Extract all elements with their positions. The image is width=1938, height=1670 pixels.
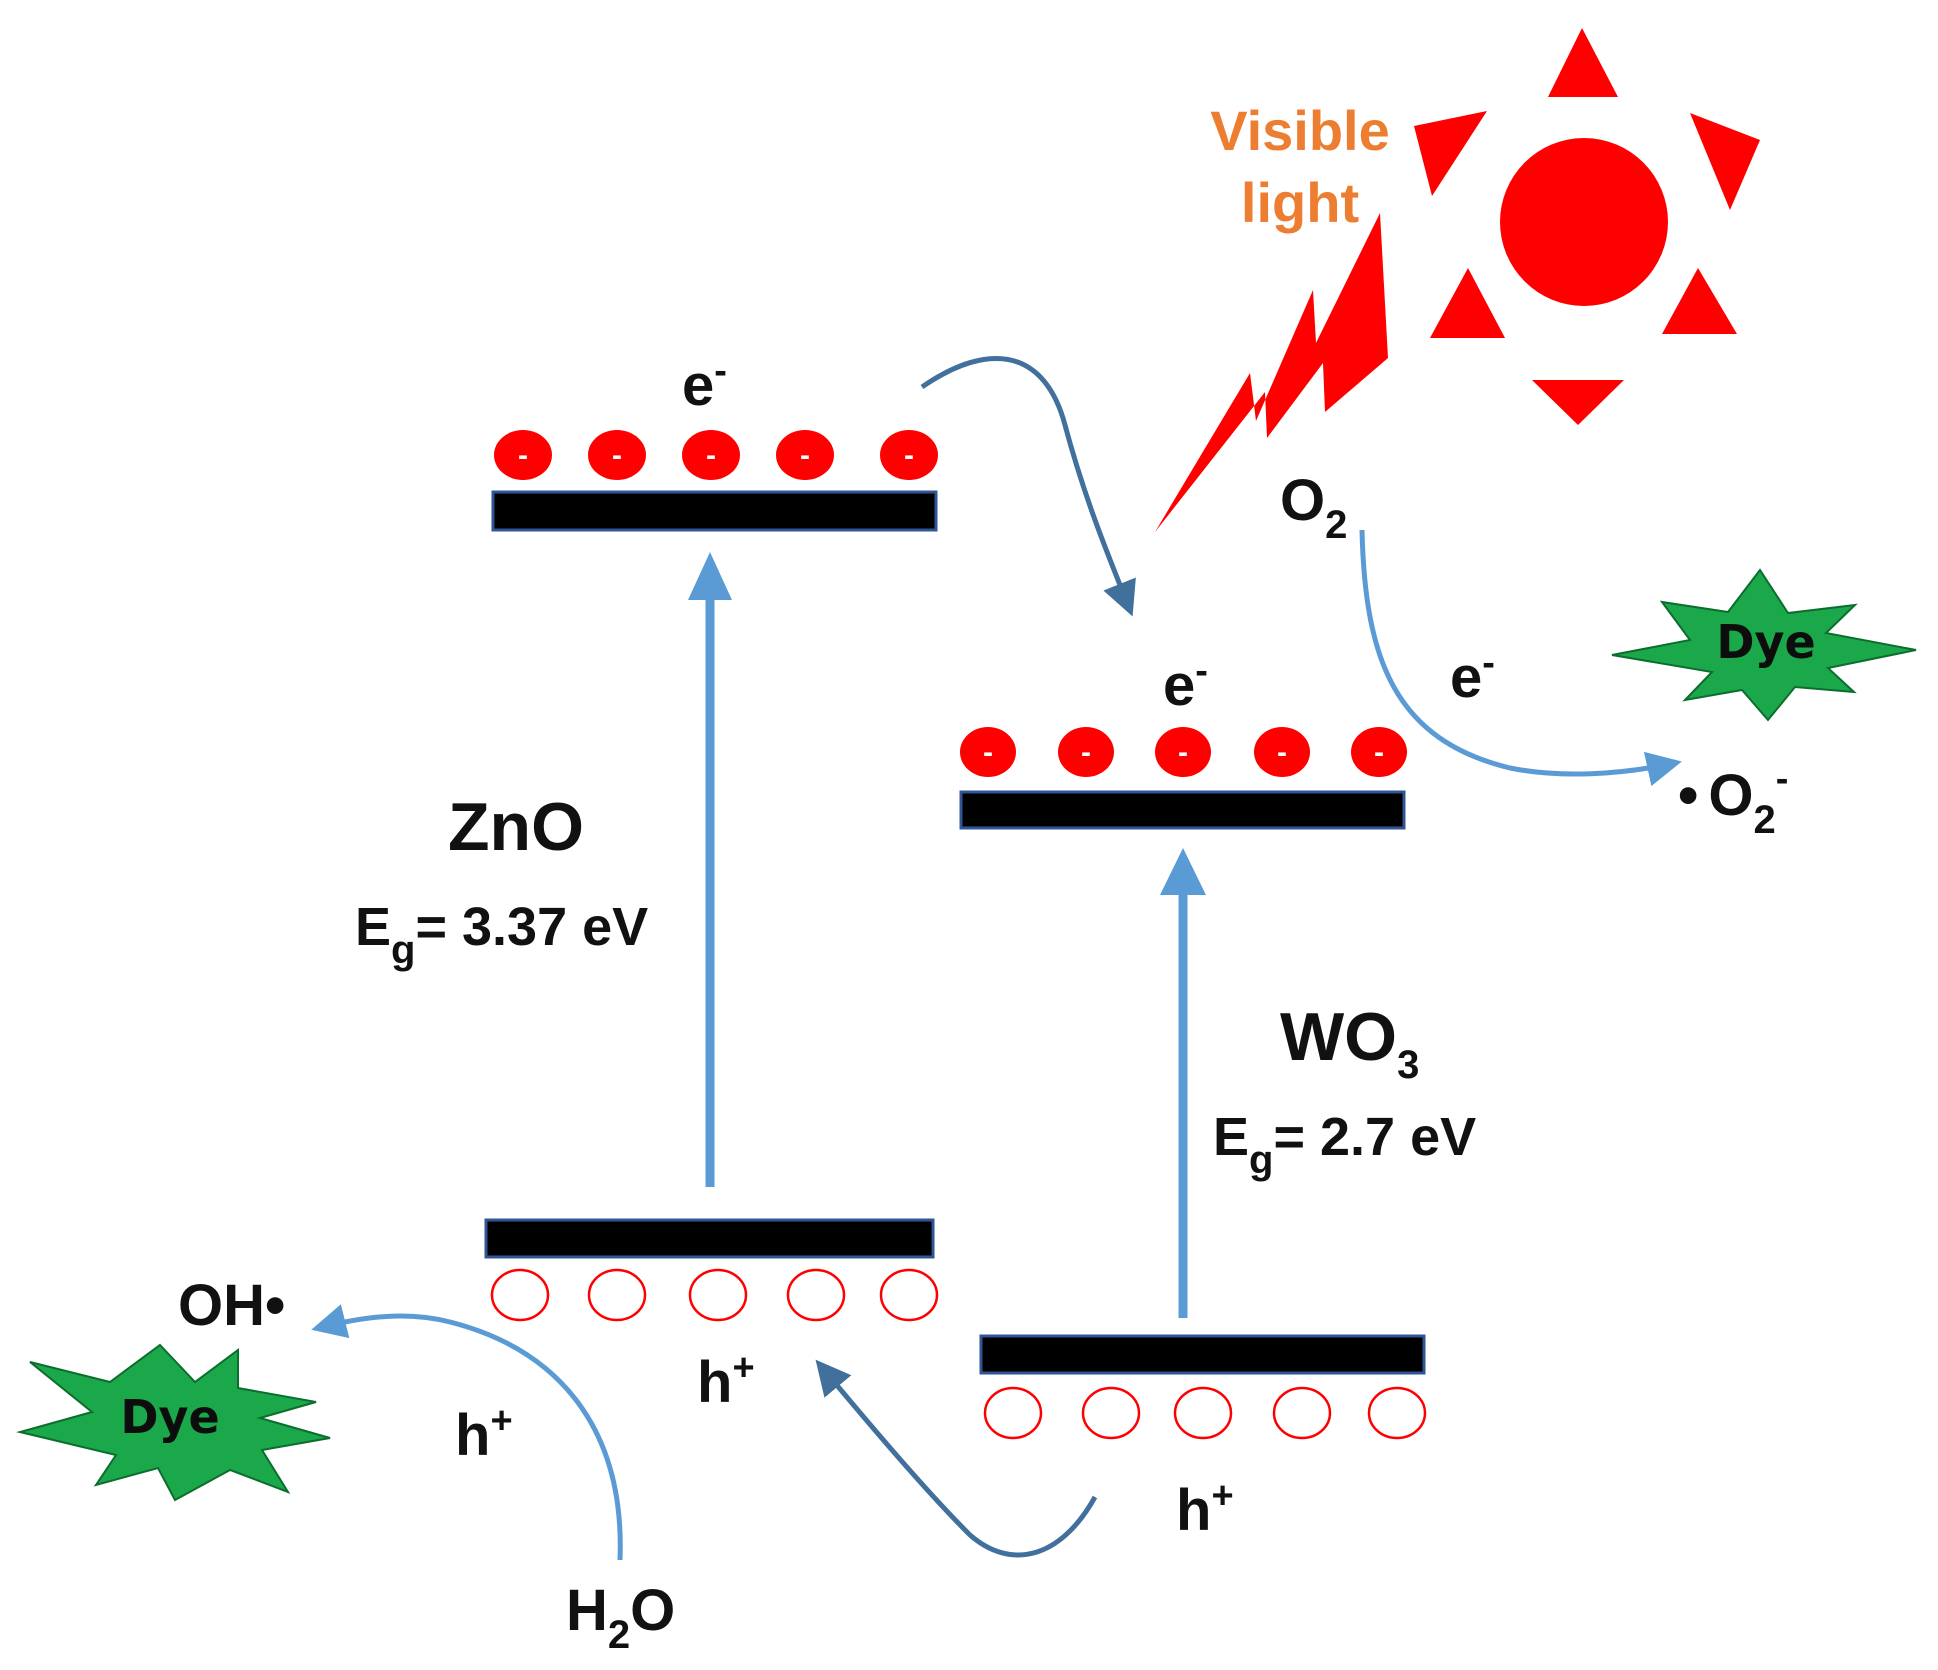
wo3-electron-label: e- <box>1163 650 1208 718</box>
zno-electron-label: e- <box>682 350 727 418</box>
zno-bandgap: Eg= 3.37 eV <box>355 897 648 972</box>
electron: - <box>960 727 1016 777</box>
hydroxyl-radical-label: OH• <box>178 1273 285 1338</box>
electron-charge: - <box>706 439 716 472</box>
electron: - <box>494 430 552 480</box>
wo3-excitation-arrowhead <box>1160 848 1206 895</box>
sun-ray-bottom <box>1532 380 1624 425</box>
wo3-cb-bar <box>959 790 1406 830</box>
electron: - <box>880 430 938 480</box>
hole <box>587 1268 647 1322</box>
sun-ray-top-right <box>1690 113 1760 210</box>
electron: - <box>776 430 834 480</box>
visible-light-label-line2: light <box>1241 171 1359 234</box>
o2-reduction-arrow <box>1359 529 1682 787</box>
wo3-electrons: - - - - - <box>960 727 1407 777</box>
water-label: H2O <box>566 1578 675 1657</box>
zno-valence-band: h+ <box>484 1218 939 1415</box>
electron-transfer-arrow <box>920 355 1136 617</box>
dye-badge-left: Dye <box>16 1343 331 1502</box>
zno-cb-bar <box>491 490 938 532</box>
wo3-vb-bar <box>979 1334 1426 1375</box>
electron-charge: - <box>983 736 993 769</box>
electron: - <box>1155 727 1211 777</box>
o2-label: O2 <box>1280 468 1347 547</box>
dye-label-left: Dye <box>120 1390 219 1444</box>
sun-ray-top <box>1548 28 1618 97</box>
sun-ray-bottom-right <box>1662 268 1737 334</box>
zno-electrons: - - - - - <box>494 430 938 480</box>
visible-light-label-line1: Visible <box>1210 99 1390 162</box>
zno-vb-bar <box>484 1218 935 1259</box>
wo3-bandgap: Eg= 2.7 eV <box>1213 1107 1476 1182</box>
hole <box>786 1268 846 1322</box>
dye-star-left-icon <box>16 1343 331 1502</box>
dye-badge-right: Dye <box>1611 568 1917 722</box>
hole-transfer-arrow <box>815 1359 1098 1558</box>
zno-excitation-arrowhead <box>688 552 732 600</box>
electron-charge: - <box>800 439 810 472</box>
sun-disc <box>1500 138 1668 306</box>
zno-conduction-band: - - - - - e- <box>491 350 938 532</box>
dye-star-right-icon <box>1611 568 1917 722</box>
zno-holes <box>490 1268 939 1322</box>
electron-charge: - <box>1277 736 1287 769</box>
electron-charge: - <box>1081 736 1091 769</box>
electron: - <box>1254 727 1310 777</box>
zno-hole-label: h+ <box>697 1347 755 1415</box>
lightning-bolt-icon <box>1155 213 1388 532</box>
water-oxidation-arrow <box>311 1304 623 1561</box>
hole <box>1173 1386 1233 1440</box>
hole <box>688 1268 748 1322</box>
wo3-hole-label: h+ <box>1176 1475 1234 1543</box>
hole <box>983 1386 1043 1440</box>
hole <box>1081 1386 1141 1440</box>
sun-ray-top-left <box>1414 111 1487 196</box>
hole <box>879 1268 939 1322</box>
hole <box>490 1268 550 1322</box>
electron: - <box>588 430 646 480</box>
electron-charge: - <box>1178 736 1188 769</box>
electron: - <box>682 430 740 480</box>
dye-label-right: Dye <box>1716 615 1815 669</box>
water-hole-label: h+ <box>455 1400 513 1468</box>
zno-name: ZnO <box>448 789 584 865</box>
hole <box>1367 1386 1427 1440</box>
wo3-valence-band: h+ <box>979 1334 1427 1543</box>
electron-charge: - <box>1374 736 1384 769</box>
sun-ray-bottom-left <box>1430 268 1505 338</box>
electron-charge: - <box>904 439 914 472</box>
wo3-name: WO3 <box>1280 999 1419 1087</box>
wo3-holes <box>983 1386 1427 1440</box>
hole <box>1272 1386 1332 1440</box>
electron: - <box>1351 727 1407 777</box>
wo3-conduction-band: - - - - - e- <box>959 650 1407 830</box>
sun-icon <box>1414 28 1760 425</box>
o2-electron-label: e- <box>1450 642 1495 710</box>
electron-charge: - <box>612 439 622 472</box>
superoxide-label: •O2- <box>1678 758 1788 842</box>
electron: - <box>1058 727 1114 777</box>
electron-charge: - <box>518 439 528 472</box>
